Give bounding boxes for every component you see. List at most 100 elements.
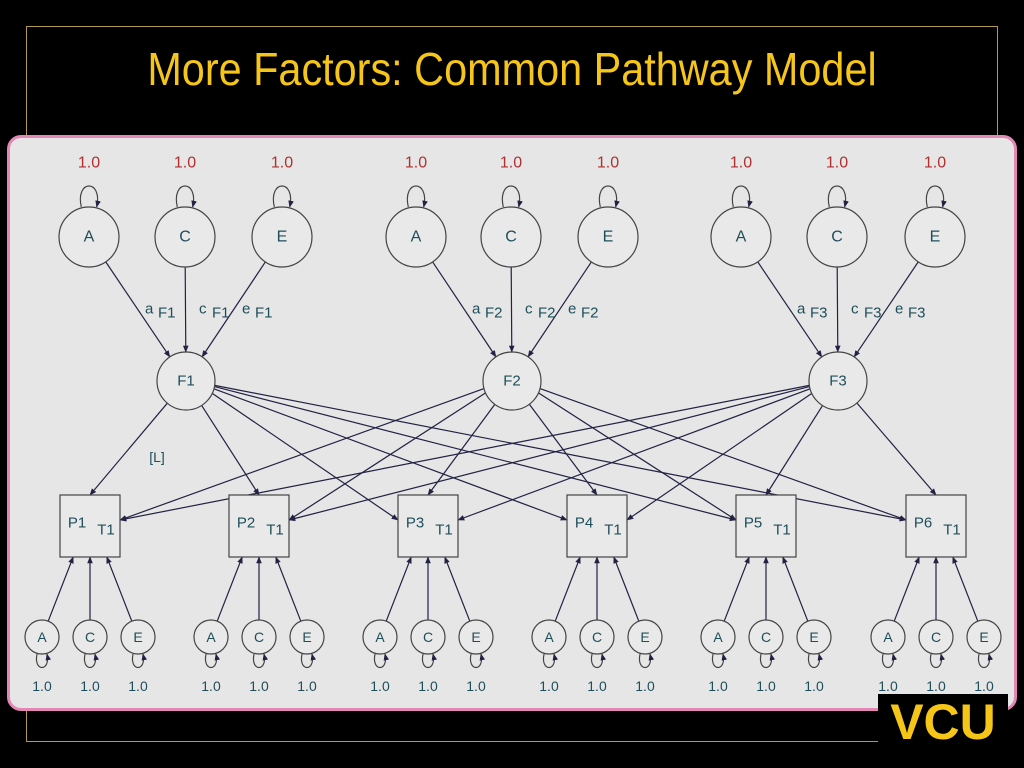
variance-loop [929,653,946,669]
phenotype-label: P6 [914,515,932,532]
path-label-suffix: F2 [538,305,556,322]
specific-variance-label: 1.0 [466,678,486,694]
variance-loop [827,185,849,208]
path-factor-to-phenotype [427,403,496,496]
path-latent-to-factor [527,261,592,358]
path-latent-to-factor [853,261,919,358]
specific-latent-node [362,619,398,655]
path-label-prefix: e [242,301,250,318]
phenotype-sub: T1 [943,522,961,539]
latent-node [710,206,772,268]
variance-loop [406,185,428,208]
variance-loop [759,653,776,669]
path-label-suffix: F1 [255,305,273,322]
phenotype-label: P4 [575,515,593,532]
specific-latent-label: E [133,629,142,645]
path-specific-to-phenotype [106,556,133,622]
variance-label: 1.0 [500,155,522,172]
factor-node [482,351,542,411]
specific-latent-label: C [931,629,941,645]
latent-label: E [603,229,614,246]
loading-label: [L] [149,449,165,465]
path-factor-to-phenotype [288,386,810,522]
variance-loop [501,185,523,208]
path-factor-to-phenotype [856,402,937,496]
path-label-suffix: F2 [485,305,503,322]
specific-variance-label: 1.0 [80,678,100,694]
path-label-prefix: a [472,301,481,318]
phenotype-box [59,494,121,558]
specific-variance-label: 1.0 [297,678,317,694]
variance-loop [977,653,994,669]
phenotype-box [228,494,290,558]
specific-latent-label: A [544,629,554,645]
variance-label: 1.0 [174,155,196,172]
vcu-logo: VCU [878,694,1008,750]
latent-node [480,206,542,268]
latent-node [904,206,966,268]
latent-label: A [84,229,95,246]
path-label-prefix: e [895,301,903,318]
specific-variance-label: 1.0 [756,678,776,694]
specific-latent-label: C [761,629,771,645]
variance-label: 1.0 [924,155,946,172]
path-factor-to-phenotype [457,388,811,521]
slide-title: More Factors: Common Pathway Model [147,43,877,95]
variance-loop [373,653,390,669]
variance-loop [807,653,824,669]
path-factor-to-phenotype [538,392,737,521]
specific-latent-label: A [37,629,47,645]
factor-node [156,351,216,411]
path-label-prefix: a [145,301,154,318]
specific-variance-label: 1.0 [635,678,655,694]
variance-loop [590,653,607,669]
specific-latent-node [289,619,325,655]
specific-latent-node [72,619,108,655]
path-specific-to-phenotype [782,556,809,622]
specific-latent-label: C [254,629,264,645]
specific-variance-label: 1.0 [249,678,269,694]
path-factor-to-phenotype [211,392,399,521]
variance-loop [925,185,947,208]
path-specific-to-phenotype [216,556,243,622]
latent-node [251,206,313,268]
specific-variance-label: 1.0 [974,678,994,694]
specific-latent-label: A [206,629,216,645]
specific-latent-node [748,619,784,655]
specific-latent-node [966,619,1002,655]
path-label-suffix: F1 [212,305,230,322]
specific-latent-label: E [302,629,311,645]
path-label-prefix: a [797,301,806,318]
path-latent-to-factor [432,261,497,358]
path-specific-to-phenotype [952,556,979,622]
specific-latent-node [458,619,494,655]
specific-latent-node [24,619,60,655]
latent-node [806,206,868,268]
specific-latent-node [193,619,229,655]
path-latent-to-factor [508,266,515,353]
variance-label: 1.0 [78,155,100,172]
specific-variance-label: 1.0 [926,678,946,694]
path-factor-to-phenotype [288,392,486,521]
specific-variance-label: 1.0 [32,678,52,694]
specific-latent-label: E [640,629,649,645]
path-specific-to-phenotype [47,556,74,622]
phenotype-label: P3 [406,515,424,532]
specific-latent-label: E [809,629,818,645]
path-label-suffix: F3 [864,305,882,322]
factor-label: F1 [177,373,195,390]
specific-latent-label: C [592,629,602,645]
path-factor-to-phenotype [119,384,810,522]
latent-label: E [277,229,288,246]
phenotype-box [735,494,797,558]
path-factor-to-phenotype [214,384,907,522]
factor-label: F2 [503,373,521,390]
phenotype-label: P1 [68,515,86,532]
phenotype-sub: T1 [97,522,115,539]
path-label-suffix: F3 [908,305,926,322]
path-latent-to-factor [182,266,189,353]
path-factor-to-phenotype [201,405,260,496]
variance-loop [598,185,620,208]
factor-node [808,351,868,411]
specific-latent-node [700,619,736,655]
